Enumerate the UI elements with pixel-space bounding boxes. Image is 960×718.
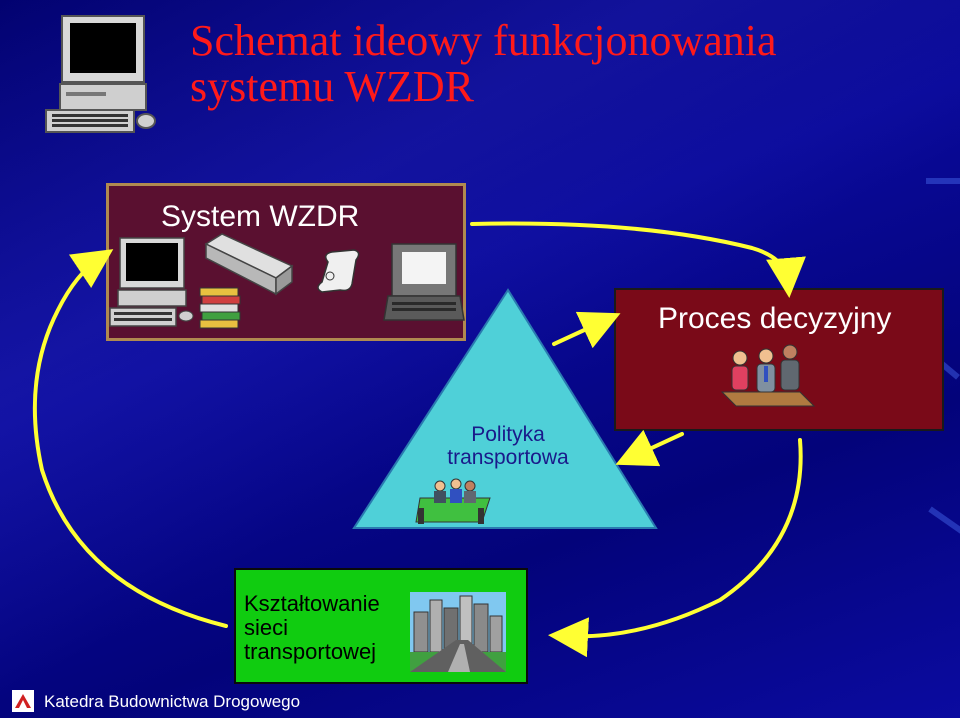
network-shaping-box: Kształtowanie sieci transportowej <box>234 568 528 684</box>
arrow-network-to-system <box>32 249 228 628</box>
policy-meeting-icon <box>415 478 491 524</box>
university-logo-icon <box>12 690 34 712</box>
page-title: Schemat ideowy funkcjonowania systemu WZ… <box>190 18 777 110</box>
scroll-icon <box>317 249 360 293</box>
system-wzdr-label: System WZDR <box>161 200 360 233</box>
arrow-policy-to-process <box>552 311 621 349</box>
scanner-icon <box>204 233 294 296</box>
desktop-computer-icon <box>109 237 194 327</box>
document-stack-icon <box>199 287 241 329</box>
network-shaping-label: Kształtowanie sieci transportowej <box>244 591 380 664</box>
decision-process-box: Proces decyzyjny <box>614 288 944 431</box>
decision-process-label: Proces decyzyjny <box>658 302 892 335</box>
title-line-2: systemu WZDR <box>190 62 474 111</box>
policy-label: Polityka transportowa <box>447 423 569 469</box>
footer-label: Katedra Budownictwa Drogowego <box>44 692 301 711</box>
arrow-process-to-network <box>548 438 803 658</box>
decor-stripe <box>926 178 960 184</box>
title-line-1: Schemat ideowy funkcjonowania <box>190 16 777 65</box>
arrow-system-to-process <box>470 221 806 298</box>
laptop-icon <box>383 243 465 321</box>
arrow-process-to-policy <box>615 429 684 467</box>
